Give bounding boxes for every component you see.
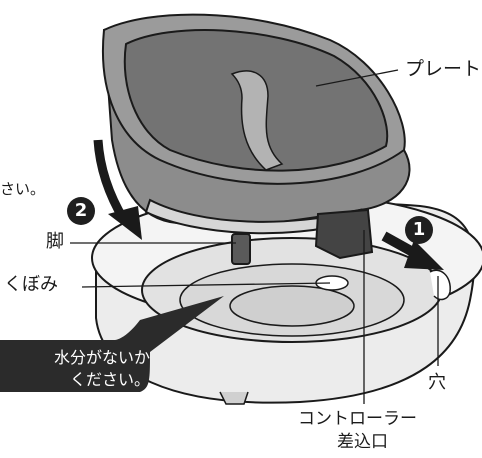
hole-label: 穴	[428, 372, 446, 393]
plate	[102, 13, 411, 265]
controller-port-label-line1: コントローラー	[298, 409, 417, 429]
callout-line-1: 水分がないか	[53, 348, 150, 367]
leg-label: 脚	[46, 231, 64, 252]
callout-line-2: ください。	[69, 370, 150, 389]
callout-text: 水分がないか ください。	[0, 347, 150, 391]
truncated-instruction-text: さい。	[0, 180, 46, 198]
step-1-marker: 1	[405, 216, 433, 244]
arrow-2	[93, 139, 142, 240]
controller-port-label-line2: 差込口	[337, 432, 388, 452]
dimple-label: くぼみ	[4, 274, 58, 295]
leader-lines	[70, 69, 439, 404]
callout-bubble	[0, 296, 224, 392]
step-2-marker: 2	[67, 197, 95, 225]
plate-label: プレート	[405, 58, 482, 80]
arrow-1	[381, 231, 444, 270]
